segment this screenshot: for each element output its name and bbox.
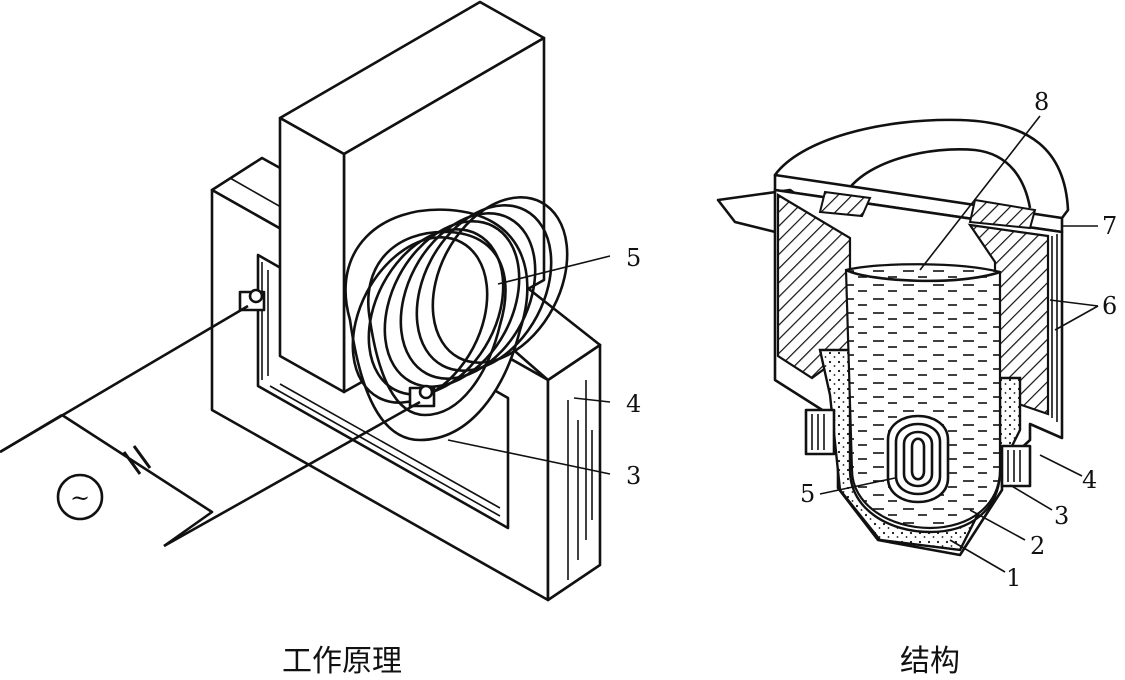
caption-structure: 结构 xyxy=(900,644,960,679)
label-4-right: 4 xyxy=(1082,466,1097,494)
terminal-right-screw xyxy=(418,384,434,400)
leader-4r xyxy=(1039,454,1083,477)
leader-6b xyxy=(1054,305,1099,331)
crucible-lining xyxy=(818,348,1022,552)
induction-coil xyxy=(351,196,569,404)
circuit-wires xyxy=(0,304,421,548)
label-7: 7 xyxy=(1102,212,1117,240)
caption-working-principle: 工作原理 xyxy=(282,644,402,679)
label-3-right: 3 xyxy=(1054,502,1069,530)
leader-4 xyxy=(573,397,611,403)
leader-3 xyxy=(447,439,611,475)
leader-6a xyxy=(1049,299,1099,307)
leader-5 xyxy=(497,255,611,285)
capacitor-symbol xyxy=(122,445,152,475)
label-5-right: 5 xyxy=(800,480,815,508)
terminal-left-screw xyxy=(248,288,264,304)
molten-surface xyxy=(845,268,1001,283)
yoke-side-shading xyxy=(567,380,593,580)
ac-source-icon xyxy=(56,473,104,521)
label-8: 8 xyxy=(1034,88,1049,116)
inductor-oval xyxy=(886,414,950,504)
leader-1r xyxy=(949,539,1006,573)
base-bracket-left xyxy=(804,408,836,456)
label-3: 3 xyxy=(626,462,641,490)
leader-2r xyxy=(969,509,1026,541)
refractory-wall-right xyxy=(967,223,1050,416)
leader-8 xyxy=(919,115,1041,271)
base-bracket-left-shading xyxy=(811,414,825,450)
working-principle-figure: ~ 5 4 3 xyxy=(0,0,641,602)
base-bracket-right xyxy=(1000,444,1032,488)
label-4: 4 xyxy=(626,390,641,418)
label-6: 6 xyxy=(1102,292,1117,320)
molten-metal xyxy=(844,263,1002,530)
label-5: 5 xyxy=(626,244,641,272)
label-2-right: 2 xyxy=(1030,532,1045,560)
leader-3r xyxy=(1009,484,1053,511)
ac-source-symbol: ~ xyxy=(70,484,90,512)
structure-figure: 8 7 6 4 3 2 1 5 xyxy=(716,88,1117,592)
base-bracket-right-shading xyxy=(1007,450,1021,482)
label-1-right: 1 xyxy=(1006,564,1021,592)
lid-inner-arc xyxy=(846,148,1032,209)
leader-5r xyxy=(819,477,896,495)
lid-lining-right xyxy=(968,198,1037,230)
upright-core-front xyxy=(278,116,346,394)
lid-lining xyxy=(818,190,872,218)
